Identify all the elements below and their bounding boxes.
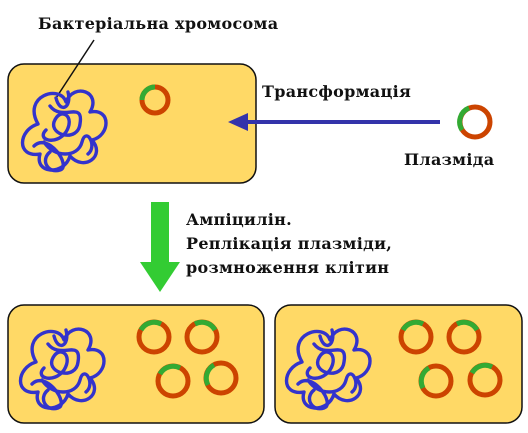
daughter-right-plasmid-2 xyxy=(446,319,482,355)
daughter-right-plasmid-4 xyxy=(467,362,503,398)
free-plasmid xyxy=(457,104,493,140)
plasmid-initial xyxy=(139,84,171,116)
daughter-cell-right xyxy=(274,304,523,424)
daughter-right-plasmid-3 xyxy=(418,363,454,399)
daughter-left-plasmid-4 xyxy=(203,360,239,396)
step-arrow xyxy=(140,202,180,292)
step-label-line-3: розмноження клітин xyxy=(186,258,390,277)
step-label-line-1: Ампіцилін. xyxy=(186,210,293,229)
daughter-left-plasmid-3 xyxy=(155,363,191,399)
plasmid-label: Плазміда xyxy=(404,150,495,169)
daughter-left-plasmid-2 xyxy=(184,319,220,355)
transformation-label: Трансформація xyxy=(262,82,412,101)
transformation-arrow-head xyxy=(228,113,248,131)
chromosome-label: Бактеріальна хромосома xyxy=(38,14,279,33)
daughter-left-plasmid-1 xyxy=(136,319,172,355)
step-label-line-2: Реплікація плазміди, xyxy=(186,234,393,253)
daughter-cell-left xyxy=(7,304,265,424)
chromosome-pointer-line xyxy=(55,39,95,99)
daughter-right-plasmid-1 xyxy=(398,319,434,355)
